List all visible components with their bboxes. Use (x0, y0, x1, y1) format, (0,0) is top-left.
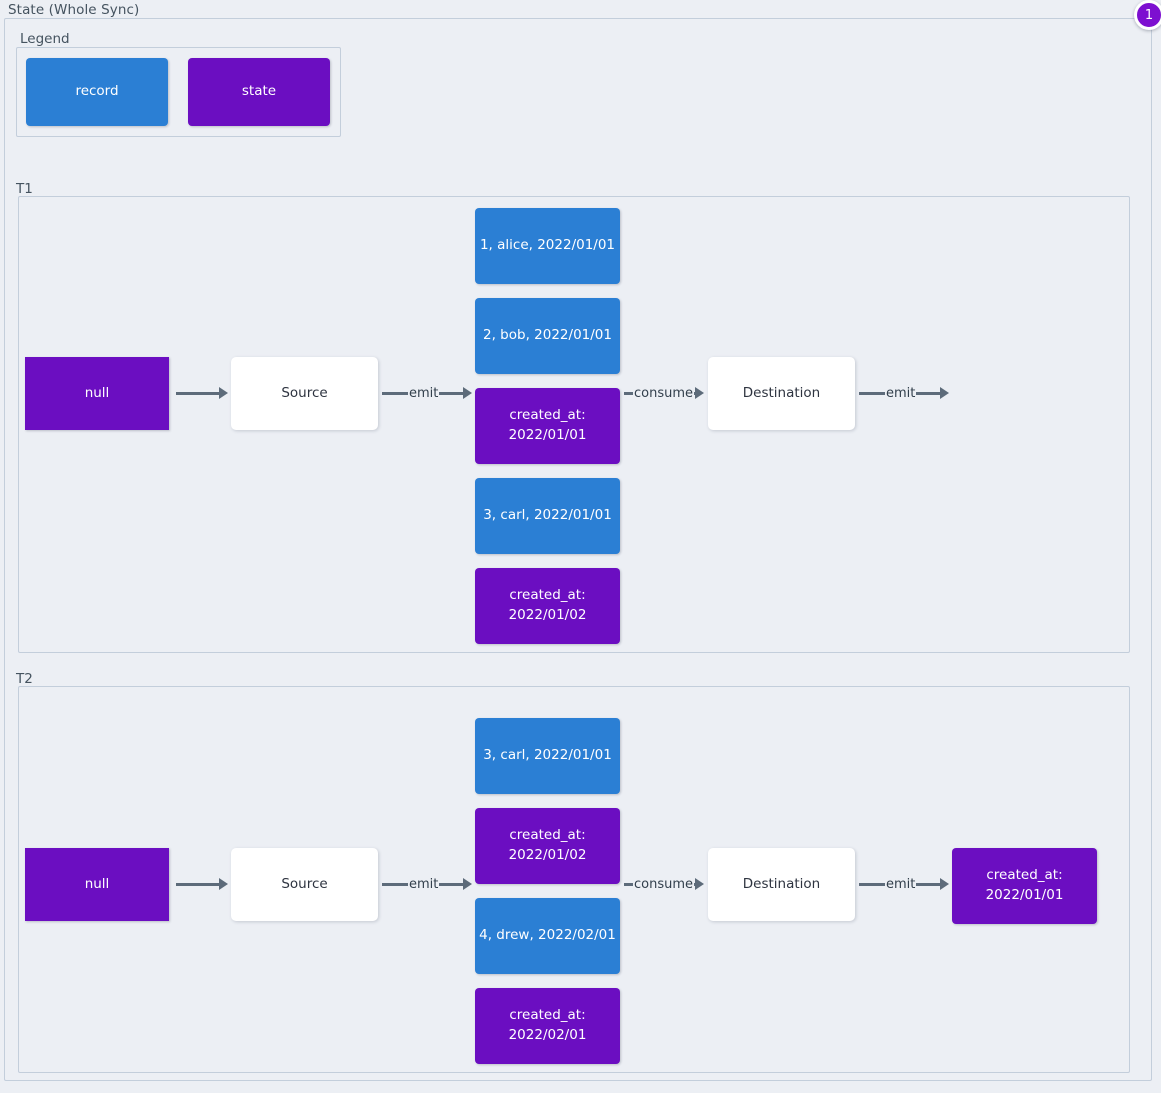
t1-source-label: Source (281, 384, 328, 401)
t1-stream-item-3[interactable]: 3, carl, 2022/01/01 (475, 478, 620, 554)
group-title-t2: T2 (16, 671, 33, 687)
arrow-head-icon (219, 387, 228, 399)
t2-edge-consume-label: consume (634, 876, 694, 892)
arrow-head-icon (940, 387, 950, 399)
legend-swatch-state-label: state (241, 83, 277, 100)
t2-initial-state[interactable]: null (25, 848, 169, 921)
t1-stream-item-4-label: created_at: 2022/01/02 (508, 587, 587, 623)
t2-stream-item-2[interactable]: 4, drew, 2022/02/01 (475, 898, 620, 974)
t1-stream-item-1-label: 2, bob, 2022/01/01 (483, 327, 612, 344)
t2-edge-destination-emit-label: emit (886, 876, 916, 892)
t2-output-state[interactable]: created_at: 2022/01/01 (952, 848, 1097, 924)
arrow-head-icon (219, 878, 228, 890)
t1-destination-label: Destination (742, 384, 821, 401)
t2-edge-state-to-source (176, 877, 230, 891)
t1-stream-item-0[interactable]: 1, alice, 2022/01/01 (475, 208, 620, 284)
t1-edge-destination-emit-label: emit (886, 385, 916, 401)
t1-edge-state-to-source (176, 386, 230, 400)
t2-stream-item-1[interactable]: created_at: 2022/01/02 (475, 808, 620, 884)
step-badge-1[interactable]: 1 (1134, 0, 1161, 30)
t2-destination-node[interactable]: Destination (708, 848, 855, 921)
t2-initial-state-label: null (84, 875, 110, 892)
t1-edge-source-emit: emit (382, 385, 473, 401)
t2-edge-source-emit: emit (382, 876, 473, 892)
t2-output-state-label: created_at: 2022/01/01 (985, 867, 1064, 903)
t2-source-label: Source (281, 875, 328, 892)
t1-stream-item-3-label: 3, carl, 2022/01/01 (483, 507, 612, 524)
t1-edge-destination-emit: emit (859, 385, 950, 401)
t2-stream-item-2-label: 4, drew, 2022/02/01 (479, 927, 616, 944)
arrow-head-icon (463, 387, 473, 399)
t2-stream-item-1-label: created_at: 2022/01/02 (508, 827, 587, 863)
arrow-head-icon (463, 878, 473, 890)
t2-edge-destination-emit: emit (859, 876, 950, 892)
t2-source-node[interactable]: Source (231, 848, 378, 921)
t1-stream-item-0-label: 1, alice, 2022/01/01 (479, 237, 616, 254)
legend-swatch-record: record (26, 58, 168, 126)
step-badge-label: 1 (1144, 7, 1154, 23)
legend-title: Legend (20, 31, 70, 47)
diagram-title: State (Whole Sync) (8, 2, 140, 18)
t1-destination-node[interactable]: Destination (708, 357, 855, 430)
t1-initial-state-label: null (84, 384, 110, 401)
arrow-head-icon (695, 878, 705, 890)
t1-edge-source-emit-label: emit (409, 385, 439, 401)
t2-stream-item-0-label: 3, carl, 2022/01/01 (483, 747, 612, 764)
arrow-head-icon (695, 387, 705, 399)
t1-initial-state[interactable]: null (25, 357, 169, 430)
legend-swatch-state: state (188, 58, 330, 126)
t2-edge-source-emit-label: emit (409, 876, 439, 892)
t1-edge-consume: consume (624, 385, 705, 401)
arrow-head-icon (940, 878, 950, 890)
t1-stream-item-1[interactable]: 2, bob, 2022/01/01 (475, 298, 620, 374)
legend-swatch-record-label: record (75, 83, 119, 100)
t1-stream-item-4[interactable]: created_at: 2022/01/02 (475, 568, 620, 644)
t2-stream-item-3[interactable]: created_at: 2022/02/01 (475, 988, 620, 1064)
t1-source-node[interactable]: Source (231, 357, 378, 430)
t2-stream-item-0[interactable]: 3, carl, 2022/01/01 (475, 718, 620, 794)
group-title-t1: T1 (16, 181, 33, 197)
t2-edge-consume: consume (624, 876, 705, 892)
t1-stream-item-2-label: created_at: 2022/01/01 (508, 407, 587, 443)
t1-stream-item-2[interactable]: created_at: 2022/01/01 (475, 388, 620, 464)
t2-destination-label: Destination (742, 875, 821, 892)
t2-stream-item-3-label: created_at: 2022/02/01 (508, 1007, 587, 1043)
t1-edge-consume-label: consume (634, 385, 694, 401)
